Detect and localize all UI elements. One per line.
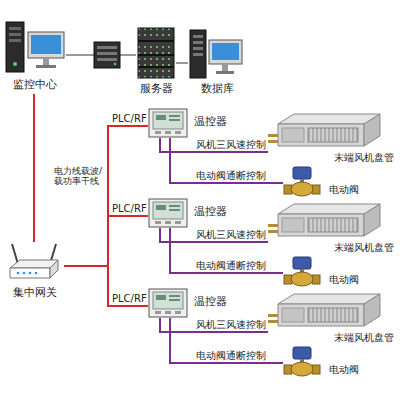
icon-node: 温控器 <box>148 108 238 138</box>
icon-node: 末端风机盘管 <box>268 110 396 165</box>
electric-valve-icon <box>283 256 321 288</box>
edge-label: 风机三风速控制 <box>195 319 267 330</box>
connector-line <box>64 216 148 266</box>
gateway-router-icon <box>6 242 62 284</box>
trunk-label: 电力线载波/载功率干线 <box>54 166 104 187</box>
node-label: 末端风机盘管 <box>334 242 394 254</box>
edge-label: 电动阀通断控制 <box>195 170 267 181</box>
connector-line <box>160 138 268 152</box>
edge-label: PLC/RF <box>111 293 148 304</box>
connector-line <box>64 126 148 266</box>
computer-icon <box>4 18 66 76</box>
node-label: 温控器 <box>194 116 227 129</box>
node-label: 电动阀 <box>329 274 359 286</box>
connector-line <box>170 228 283 273</box>
node-label: 末端风机盘管 <box>334 332 394 344</box>
edge-label: PLC/RF <box>111 203 148 214</box>
server-rack-icon <box>136 26 176 80</box>
node-label: 监控中心 <box>13 79 57 92</box>
icon-node: 末端风机盘管 <box>268 200 396 255</box>
switch-body <box>94 42 120 68</box>
icon-node: 数据库 <box>188 26 246 98</box>
connector-line <box>176 63 188 64</box>
electric-valve-icon <box>283 166 321 198</box>
edge-label: PLC/RF <box>111 113 148 124</box>
node-label: 数据库 <box>201 83 234 96</box>
node-label: 温控器 <box>194 206 227 219</box>
node-label: 电动阀 <box>329 364 359 376</box>
connector-line <box>160 228 268 242</box>
fan-coil-unit-icon <box>268 290 382 330</box>
fan-coil-unit-icon <box>268 200 382 240</box>
connector-line <box>33 94 35 242</box>
icon-node: 集中网关 <box>6 242 64 304</box>
electric-valve-icon <box>283 346 321 378</box>
icon-node: 服务器 <box>136 26 176 98</box>
node-label: 温控器 <box>194 296 227 309</box>
icon-node: 电动阀 <box>283 346 369 378</box>
switch-slot <box>97 46 117 49</box>
switch-slot <box>97 58 117 61</box>
icon-node: 末端风机盘管 <box>268 290 396 345</box>
fan-coil-unit-icon <box>268 110 382 150</box>
edge-label: 风机三风速控制 <box>195 229 267 240</box>
icon-node: 电动阀 <box>283 256 369 288</box>
database-server-icon <box>188 26 244 80</box>
connector-line <box>64 266 148 306</box>
thermostat-icon <box>148 198 188 228</box>
switch-led <box>114 63 117 66</box>
connector-line <box>160 318 268 332</box>
node-label: 集中网关 <box>13 287 57 300</box>
edge-label: 风机三风速控制 <box>195 139 267 150</box>
icon-node: 监控中心 <box>4 18 66 94</box>
switch-slot <box>97 52 117 55</box>
thermostat-icon <box>148 288 188 318</box>
connector-line <box>170 318 283 363</box>
thermostat-icon <box>148 108 188 138</box>
node-label: 末端风机盘管 <box>334 152 394 164</box>
node-label: 服务器 <box>140 83 173 96</box>
icon-node: 温控器 <box>148 288 238 318</box>
icon-node: 电动阀 <box>283 166 369 198</box>
node-label: 电动阀 <box>329 184 359 196</box>
edge-label: 电动阀通断控制 <box>195 350 267 361</box>
icon-node: 温控器 <box>148 198 238 228</box>
connector-line <box>170 138 283 183</box>
edge-label: 电动阀通断控制 <box>195 260 267 271</box>
